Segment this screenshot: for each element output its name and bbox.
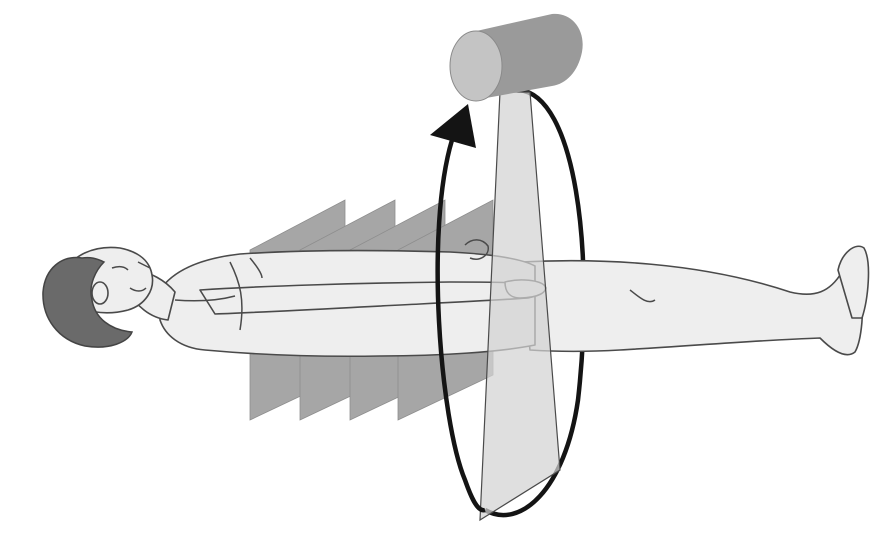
rotation-arrow — [430, 104, 476, 148]
xray-tube — [450, 14, 583, 101]
xray-tube-end — [450, 31, 502, 101]
patient — [43, 240, 869, 356]
patient-legs — [520, 261, 863, 355]
patient-ear — [92, 282, 108, 304]
